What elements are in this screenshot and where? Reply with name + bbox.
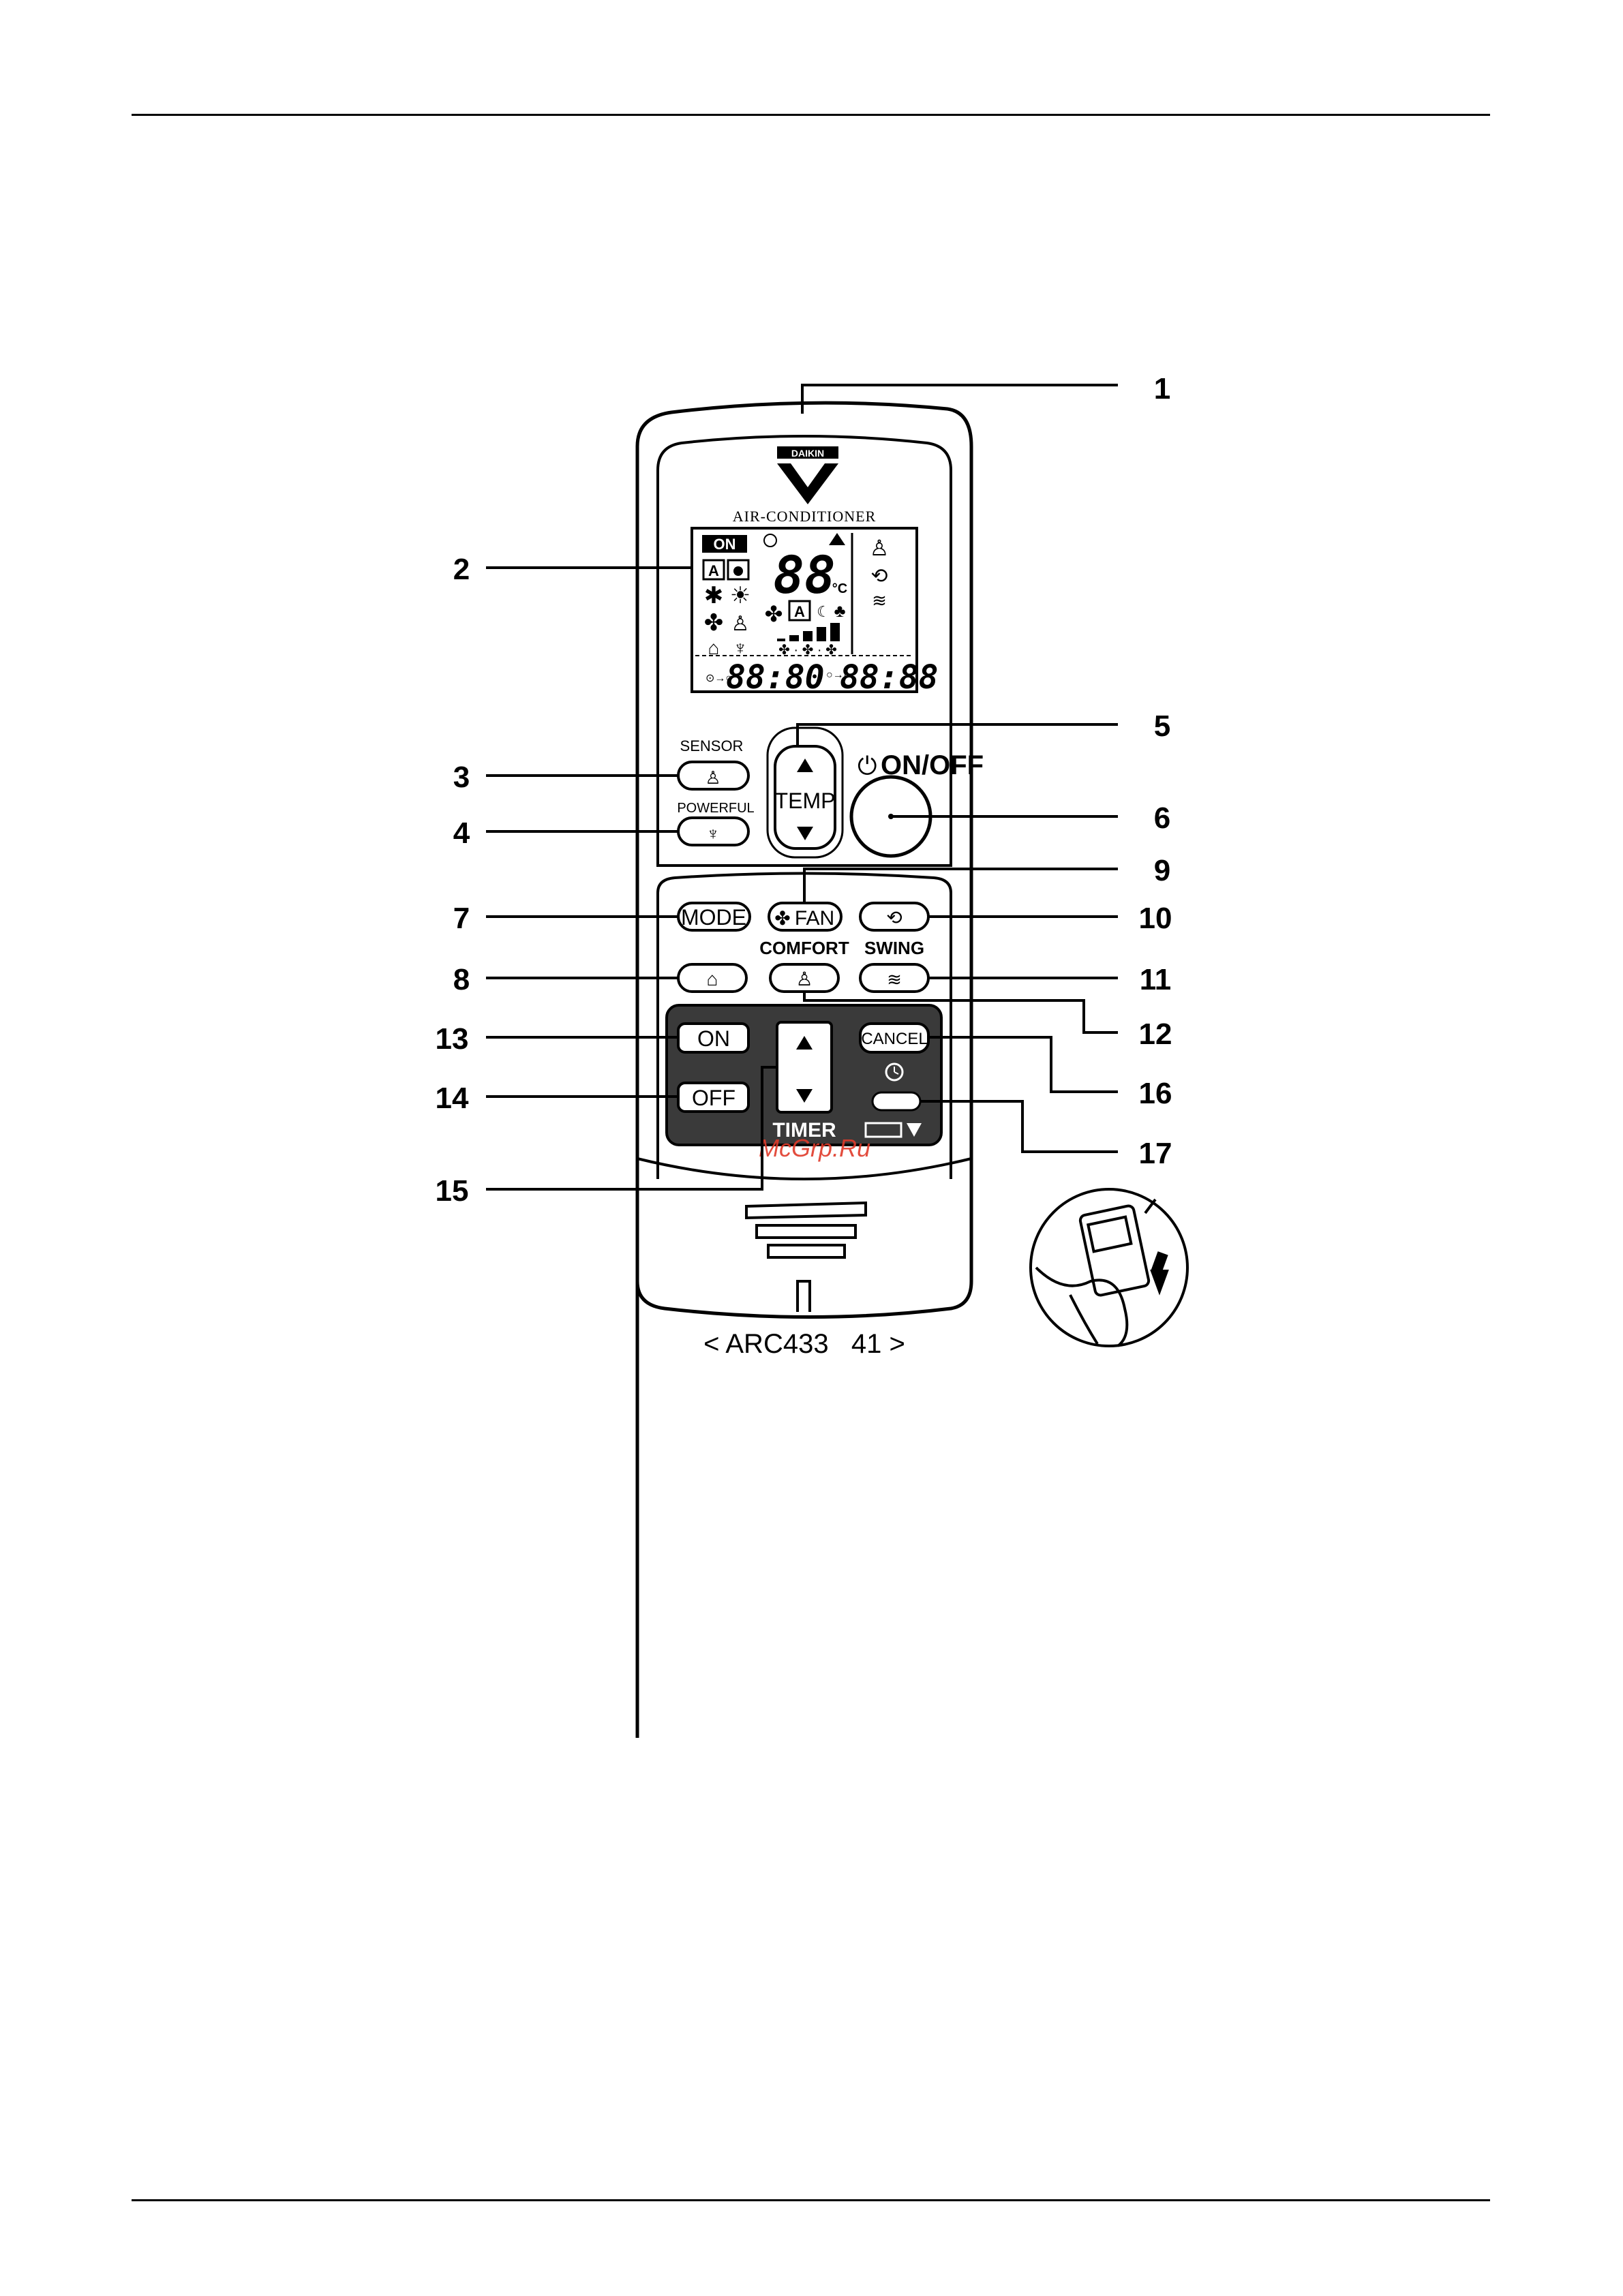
- cool-icon: ✱: [704, 583, 724, 609]
- fan-icon: ✤: [774, 908, 790, 929]
- temp-unit: °C: [832, 581, 847, 596]
- callout-9: 9: [1154, 854, 1170, 887]
- clock-button[interactable]: [873, 1092, 920, 1110]
- sensor-icon: ♙: [731, 613, 750, 635]
- fan-label: FAN: [795, 907, 834, 930]
- callout-2: 2: [453, 553, 470, 586]
- sensor-icon: ♙: [705, 767, 721, 788]
- home-leave-icon: ⌂: [707, 968, 718, 990]
- powerful-icon: ♆: [706, 823, 720, 844]
- swing-icon: ≋: [887, 969, 902, 990]
- callout-15: 15: [436, 1174, 469, 1208]
- watermark: McGrp.Ru: [759, 1134, 870, 1162]
- powerful-label: POWERFUL: [677, 801, 754, 816]
- swing-label: SWING: [864, 938, 924, 958]
- callout-16: 16: [1139, 1077, 1172, 1110]
- night-icon: ☾: [817, 603, 830, 620]
- comfort-icon: ♙: [795, 968, 813, 990]
- comfort-label: COMFORT: [759, 938, 849, 958]
- temperature-readout: 88: [773, 545, 836, 605]
- model-label: < ARC433 41 >: [703, 1329, 905, 1359]
- callout-14: 14: [436, 1082, 469, 1115]
- fan-steps-icon: ✤ · ✤ · ✤: [778, 643, 837, 658]
- callout-11: 11: [1140, 963, 1172, 996]
- fan-mode-icon: ✤: [704, 610, 724, 636]
- battery-cover-inset-illustration: [1031, 1189, 1187, 1346]
- cancel-label: CANCEL: [861, 1030, 927, 1048]
- fan-level-bars: [777, 623, 840, 641]
- mode-auto-icon: A: [708, 562, 719, 579]
- callout-6: 6: [1154, 801, 1170, 835]
- timer-on-label: ON: [697, 1026, 730, 1051]
- callout-3: 3: [453, 761, 470, 794]
- comfort-airflow-icon: ♙: [870, 536, 890, 560]
- on-timer-readout: 88:80: [726, 658, 825, 697]
- on-indicator: ON: [714, 536, 736, 553]
- powerful-icon: ♆: [733, 637, 748, 658]
- callout-13: 13: [436, 1022, 469, 1056]
- svg-text:DAIKIN: DAIKIN: [791, 448, 824, 459]
- fan-auto-icon: A: [794, 603, 805, 620]
- callout-4: 4: [453, 816, 470, 850]
- air-conditioner-label: AIR-CONDITIONER: [733, 508, 877, 525]
- sensor-label: SENSOR: [680, 737, 744, 754]
- temp-label: TEMP: [775, 789, 836, 813]
- callout-17: 17: [1139, 1137, 1172, 1170]
- quiet-icon: ♣: [834, 600, 845, 621]
- lcd-display: ON A ✱ ☀ ✤ ♙ ⌂ ♆ 88 °C ✤ A ☾ ♣ ✤ · ✤ · ✤…: [692, 528, 939, 697]
- callout-10: 10: [1139, 902, 1172, 935]
- callout-5: 5: [1154, 709, 1170, 743]
- horizontal-swing-icon: ≋: [872, 590, 887, 611]
- daikin-logo: DAIKIN: [777, 446, 838, 504]
- timer-off-label: OFF: [692, 1086, 735, 1110]
- callout-7: 7: [453, 902, 470, 935]
- callout-1: 1: [1154, 372, 1170, 405]
- vertical-swing-icon: ⟲: [886, 907, 902, 928]
- home-leave-icon: ⌂: [708, 637, 720, 658]
- mode-label: MODE: [681, 905, 746, 930]
- heat-icon: ☀: [730, 583, 750, 609]
- off-timer-readout: 88:88: [840, 658, 939, 697]
- battery-cover-grip: [746, 1203, 866, 1312]
- callout-8: 8: [453, 963, 470, 996]
- power-icon: ⏻: [858, 752, 877, 780]
- fan-speed-icon: ✤: [765, 602, 783, 626]
- vertical-swing-icon: ⟲: [870, 565, 888, 587]
- callout-12: 12: [1139, 1017, 1172, 1051]
